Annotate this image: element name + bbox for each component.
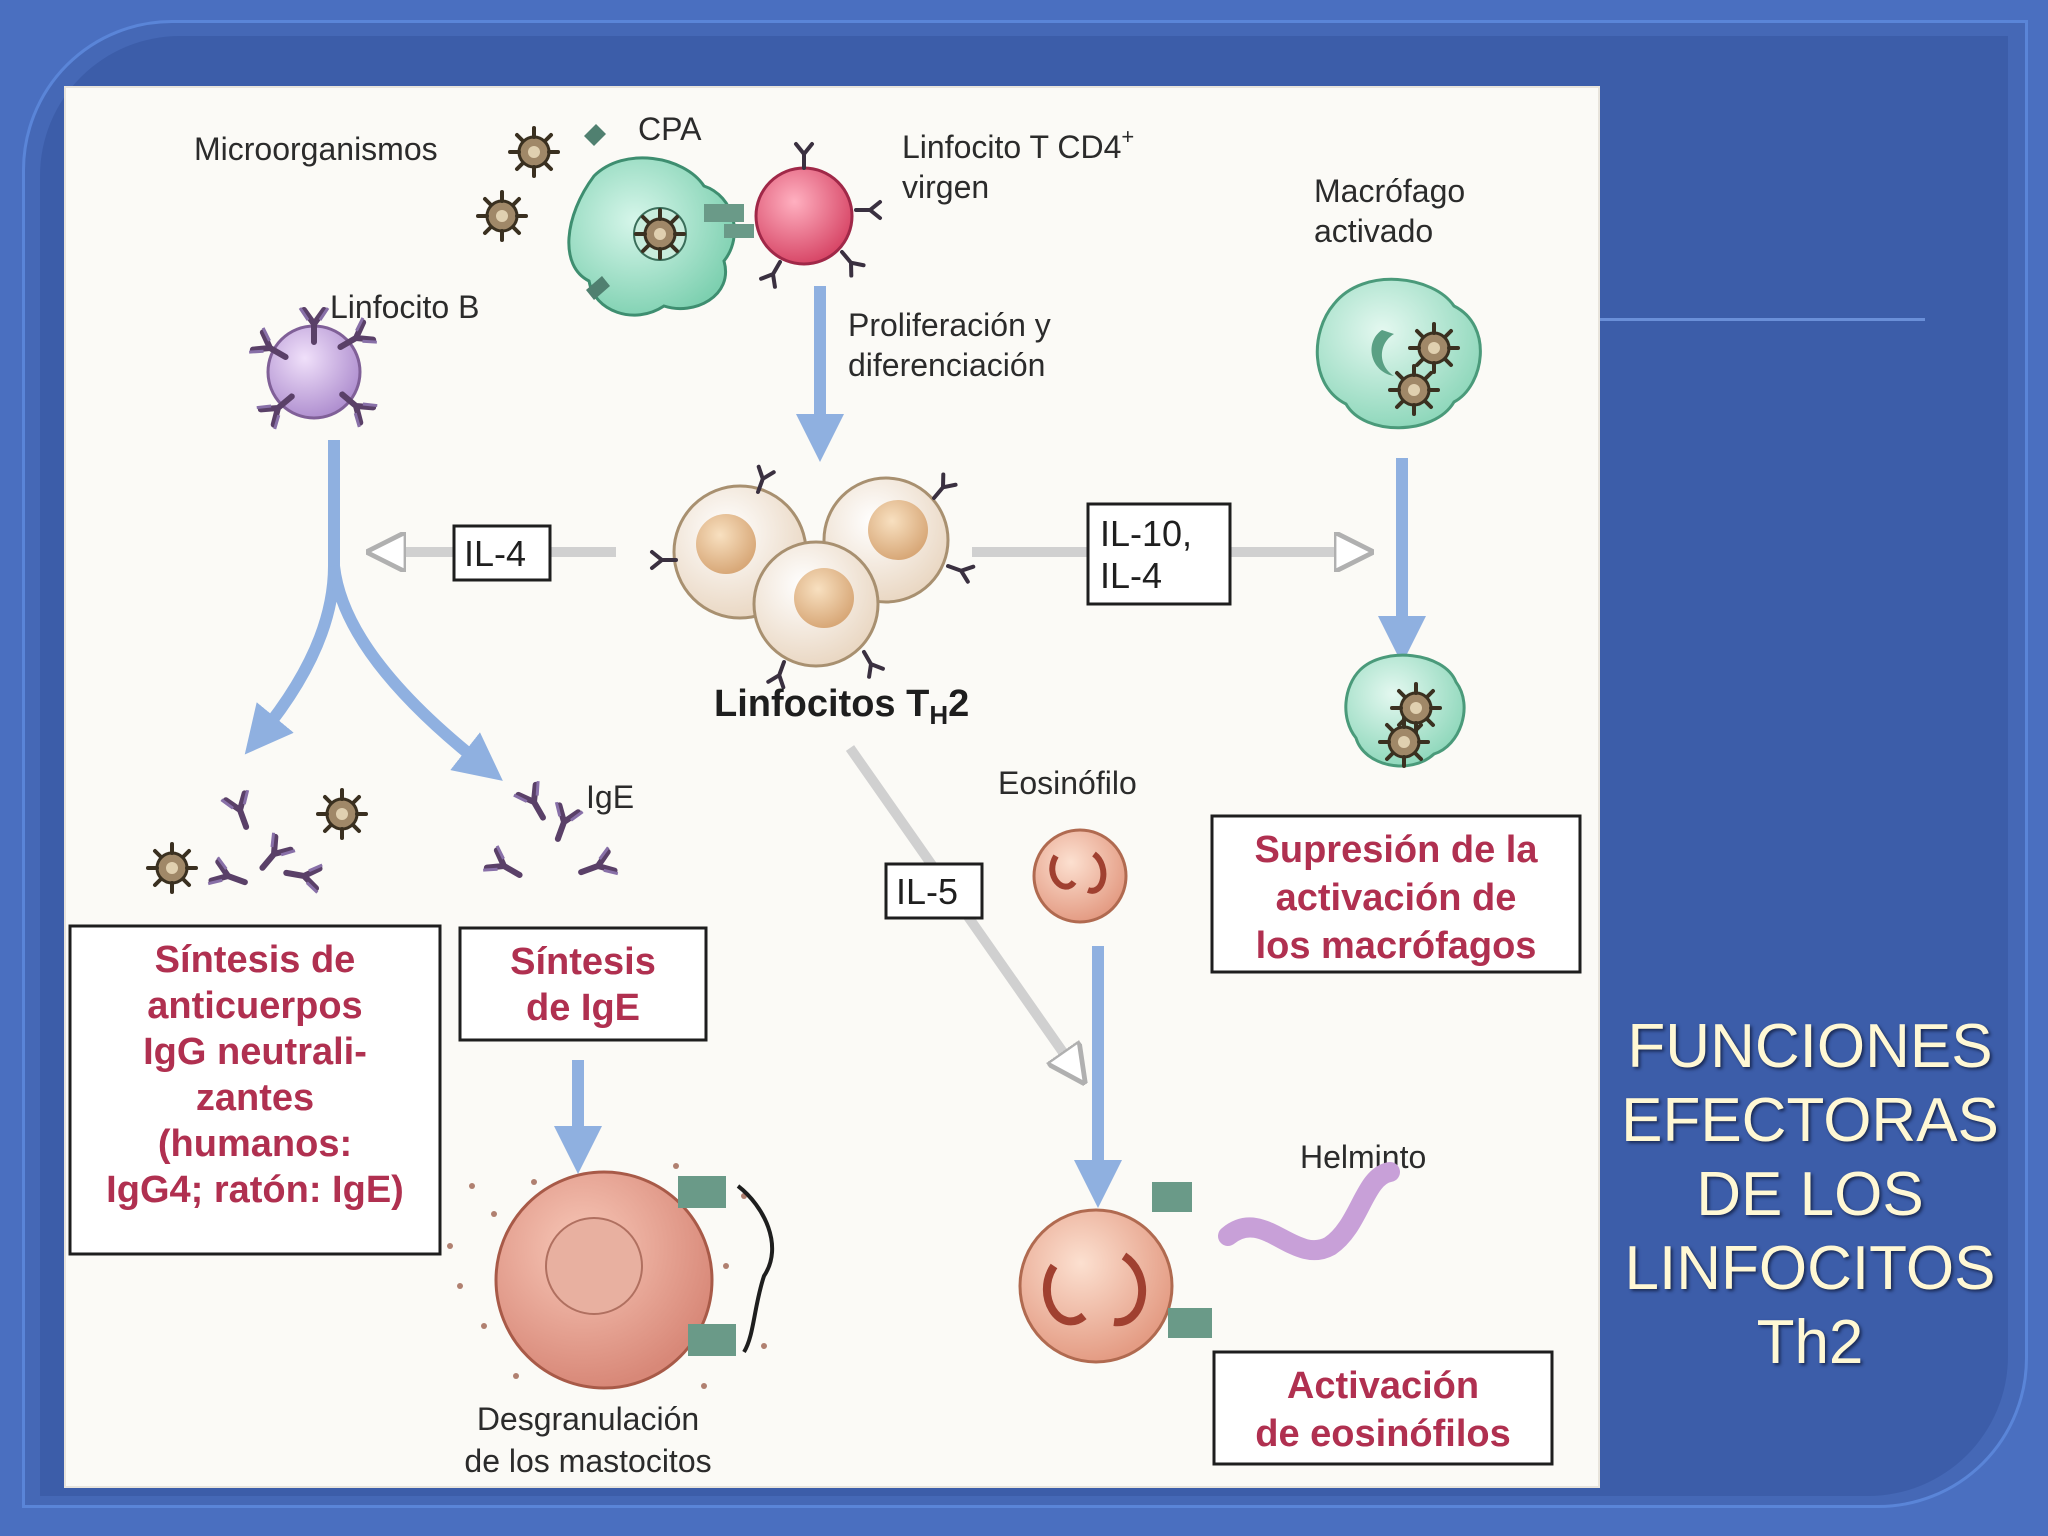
igg-outcome-box <box>68 924 442 1256</box>
apc-cell <box>567 124 736 317</box>
il10-il4-box <box>1086 502 1232 606</box>
macrophage-activated <box>1315 277 1482 430</box>
il4-right-label: IL-4 <box>1100 555 1162 596</box>
slide-title-line2: EFECTORAS <box>1621 1086 1999 1155</box>
apc-label: CPA <box>638 111 702 147</box>
il4-box <box>452 524 552 582</box>
mast-cell <box>447 1163 775 1390</box>
proliferation-label-line1: Proliferación y <box>848 307 1051 343</box>
naive-t-label-line1: Linfocito T CD4+ <box>902 124 1134 165</box>
eosinophil-cell <box>1032 828 1128 924</box>
th2-label: Linfocitos TH2 <box>714 683 969 730</box>
ige-label: IgE <box>586 779 634 815</box>
macrophage-suppressed <box>1344 653 1466 768</box>
igg-outcome-line2: anticuerpos <box>147 985 362 1027</box>
eosinophil-outcome-line1: Activación <box>1287 1365 1479 1407</box>
microorganisms-label: Microorganismos <box>194 131 438 167</box>
naive-t-cell <box>754 142 882 289</box>
igg-outcome-line4: zantes <box>196 1077 314 1119</box>
macrophage-label-line1: Macrófago <box>1314 173 1465 209</box>
b-cell-label: Linfocito B <box>330 289 479 325</box>
igg-outcome-line1: Síntesis de <box>155 939 356 981</box>
il5-box <box>884 862 984 920</box>
eosinophil-outcome-box <box>1212 1350 1554 1466</box>
slide-title-line3: DE LOS <box>1696 1160 1924 1229</box>
macrophage-outcome-box <box>1210 814 1582 974</box>
helminth <box>1218 1162 1400 1261</box>
th2-cells <box>650 464 976 690</box>
microorganisms-group <box>476 126 560 242</box>
slide-title-line5: Th2 <box>1756 1308 1864 1377</box>
igg-antibodies <box>146 790 368 895</box>
decorative-rule <box>1600 318 1925 321</box>
il4-label: IL-4 <box>464 533 526 574</box>
b-cell <box>249 308 377 429</box>
mast-outcome-line2: de los mastocitos <box>464 1443 711 1479</box>
slide-title-line1: FUNCIONES <box>1627 1012 1993 1081</box>
igg-outcome-line5: (humanos: <box>158 1123 352 1165</box>
mast-outcome-line1: Desgranulación <box>477 1401 699 1437</box>
il10-label: IL-10, <box>1100 513 1192 554</box>
naive-t-label-line2: virgen <box>902 169 989 205</box>
ige-outcome-box <box>458 926 708 1042</box>
slide-title-line4: LINFOCITOS <box>1624 1234 1996 1303</box>
macrophage-outcome-line3: los macrófagos <box>1256 925 1537 967</box>
ige-outcome-line2: de IgE <box>526 987 640 1029</box>
macrophage-label-line2: activado <box>1314 213 1433 249</box>
ige-outcome-line1: Síntesis <box>510 941 656 983</box>
proliferation-label-line2: diferenciación <box>848 347 1045 383</box>
helminth-label: Helminto <box>1300 1139 1426 1175</box>
eosinophil-label: Eosinófilo <box>998 765 1137 801</box>
tcr-apc-contact <box>704 204 754 238</box>
igg-outcome-line6: IgG4; ratón: IgE) <box>106 1169 404 1211</box>
th2-diagram: Microorganismos CPA Linfocito T CD4+ vir… <box>64 86 1600 1488</box>
macrophage-outcome-line2: activación de <box>1276 877 1517 919</box>
activated-eosinophil <box>1018 1182 1212 1364</box>
macrophage-outcome-line1: Supresión de la <box>1255 829 1539 871</box>
slide-title: FUNCIONES EFECTORAS DE LOS LINFOCITOS Th… <box>1590 1010 2030 1380</box>
igg-outcome-line3: IgG neutrali- <box>143 1031 367 1073</box>
b-cell-branch-arrows <box>244 440 503 781</box>
eosinophil-outcome-line2: de eosinófilos <box>1255 1413 1510 1455</box>
il5-label: IL-5 <box>896 871 958 912</box>
